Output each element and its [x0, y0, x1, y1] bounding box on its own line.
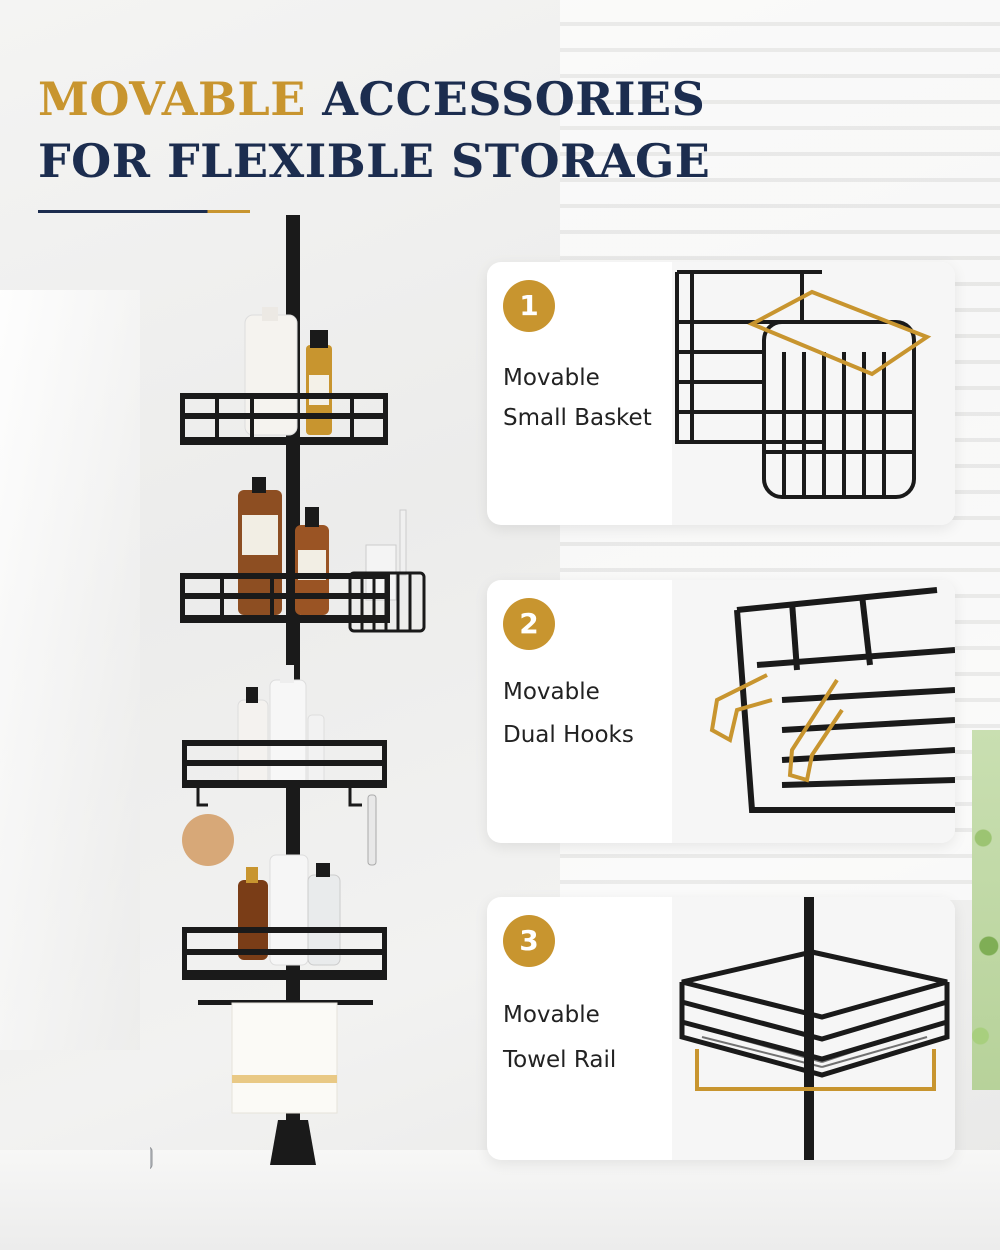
headline-underline [38, 210, 250, 213]
feature-label-line1: Movable [503, 365, 600, 391]
shelf-2 [180, 477, 426, 633]
dual-hooks-detail-image [672, 580, 955, 843]
feature-label-line2: Small Basket [503, 405, 652, 431]
dual-hooks-on-shelf [196, 788, 362, 807]
small-basket-detail-image [672, 262, 955, 525]
feature-card-small-basket: 1 Movable Small Basket [487, 262, 955, 525]
background-plant [972, 730, 1000, 1090]
shelf-1 [180, 307, 388, 445]
shower-caddy-illustration [150, 215, 426, 1170]
feature-number-badge: 2 [503, 598, 555, 650]
bath-sponge [182, 814, 234, 866]
towel-rail-detail-image [672, 897, 955, 1160]
feature-number-badge: 3 [503, 915, 555, 967]
background-wall-light [0, 290, 140, 1050]
shelf-3 [182, 665, 387, 866]
feature-card-dual-hooks: 2 Movable Dual Hooks [487, 580, 955, 843]
feature-label-line2: Dual Hooks [503, 722, 634, 748]
bathtub-faucet-image [150, 1146, 153, 1170]
background-bathtub [0, 1150, 1000, 1250]
feature-label-line1: Movable [503, 1002, 600, 1028]
razor [367, 794, 377, 866]
headline-line1-rest: ACCESSORIES [322, 72, 706, 126]
hanging-towel [231, 1002, 338, 1114]
feature-card-towel-rail: 3 Movable Towel Rail [487, 897, 955, 1160]
headline-line2: FOR FLEXIBLE STORAGE [38, 134, 711, 188]
shelf-4 [182, 854, 387, 1114]
pole-foot [270, 1120, 316, 1165]
feature-label-line2: Towel Rail [503, 1047, 617, 1073]
feature-label-line1: Movable [503, 679, 600, 705]
headline-accent: MOVABLE [38, 72, 306, 126]
headline: MOVABLE ACCESSORIES FOR FLEXIBLE STORAGE [38, 68, 710, 192]
feature-number-badge: 1 [503, 280, 555, 332]
small-basket-on-shelf [348, 571, 426, 633]
